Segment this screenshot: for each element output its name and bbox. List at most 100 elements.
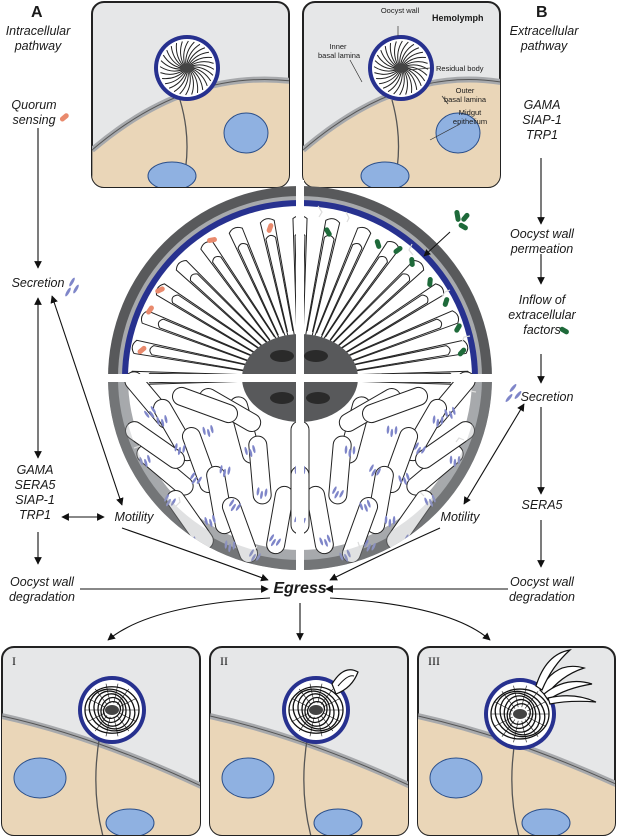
vesicle <box>251 553 256 562</box>
sporozoite-coil <box>297 690 335 730</box>
label-factor: GAMA <box>523 98 561 112</box>
vesicle <box>204 516 208 526</box>
sporozoite <box>404 71 408 95</box>
vesicle <box>457 455 461 465</box>
sporozoite-strand <box>105 683 111 704</box>
vesicle <box>149 410 155 418</box>
label-degradation-left-line2: degradation <box>8 590 76 604</box>
vesicle <box>256 487 260 496</box>
label-residual-body: Residual body <box>436 64 484 73</box>
nucleus <box>360 161 410 187</box>
vesicle <box>161 418 165 428</box>
vesicle <box>366 543 371 552</box>
vesicle <box>406 472 410 481</box>
vesicle <box>144 410 150 418</box>
sporozoite-strand <box>320 715 334 732</box>
vesicle <box>436 418 440 428</box>
sporozoite <box>180 41 184 65</box>
vesicle <box>416 446 421 455</box>
sporozoite-strand <box>298 715 312 732</box>
sporozoite <box>192 66 214 76</box>
vesicle <box>453 458 457 468</box>
vesicle <box>150 406 156 414</box>
quorum-factor <box>146 305 154 315</box>
vesicle <box>228 543 232 553</box>
sporozoite <box>173 72 188 93</box>
sporozoite <box>162 54 182 69</box>
oocyst-cross-section <box>100 180 500 576</box>
extracellular-factor <box>454 323 462 333</box>
vesicle <box>366 499 371 508</box>
sporozoite-strand <box>521 720 527 743</box>
sporozoite <box>333 273 411 347</box>
vesicle <box>249 549 254 557</box>
sporozoite-strand <box>119 698 137 708</box>
vesicle <box>227 466 231 475</box>
sporozoite <box>389 43 397 66</box>
extracellular-factor <box>442 297 450 307</box>
vesicle <box>432 415 436 424</box>
label-quorum-sensing: Quorum sensing <box>4 98 64 128</box>
panel-b-title-line2: pathway <box>520 39 568 53</box>
vesicle <box>164 415 168 424</box>
sporozoite-strand <box>113 683 119 704</box>
label-factor: SIAP-1 <box>15 493 55 507</box>
sporozoite-strand <box>501 691 516 709</box>
label-oocyst-wall: Oocyst wall <box>380 6 420 15</box>
vesicle <box>230 503 236 512</box>
sporozoite <box>382 72 401 89</box>
sporozoite <box>237 242 284 336</box>
vesicle <box>166 498 171 507</box>
vesicle <box>376 468 381 476</box>
sporozoite <box>183 40 189 64</box>
vesicle <box>164 494 170 502</box>
label-motility-left: Motility <box>114 510 154 524</box>
sporozoite <box>403 51 423 64</box>
quorum-factor <box>207 237 217 243</box>
arrow-factor-entry <box>423 231 451 257</box>
vesicle <box>229 499 235 507</box>
sporozoite <box>306 485 334 555</box>
label-sera5-right: SERA5 <box>521 498 563 512</box>
sporozoite-coil <box>506 698 534 730</box>
sporozoite <box>179 72 189 95</box>
sporozoite <box>185 72 191 96</box>
sporozoite-strand <box>309 683 315 704</box>
sporozoite-strand <box>87 712 105 722</box>
label-degradation-left-line1: Oocyst wall <box>10 575 74 589</box>
quorum-factor <box>266 223 274 233</box>
vesicle <box>182 444 186 453</box>
vesicle <box>209 518 213 527</box>
label-factor: TRP1 <box>19 508 51 522</box>
vesicle <box>449 455 453 465</box>
sporozoite-strand <box>291 712 309 722</box>
vesicle <box>256 553 261 561</box>
label-right-factors: GAMA SIAP-1 TRP1 <box>512 98 572 143</box>
anatomy-leaders <box>349 26 461 141</box>
label-factor: SERA5 <box>14 478 56 492</box>
sporozoite <box>190 56 212 65</box>
vesicle <box>207 428 211 438</box>
vesicle <box>398 475 402 484</box>
label-inner-basal-lamina: Inner basal lamina <box>318 42 360 60</box>
vesicle <box>414 442 419 450</box>
label-inflow-line3: factors <box>523 323 561 337</box>
sporozoite-coil <box>301 693 331 727</box>
stage-panel-3 <box>417 646 616 836</box>
sporozoite-strand <box>524 719 539 737</box>
vesicle <box>235 503 241 511</box>
panel-letter-b: B <box>536 4 548 21</box>
panel-top-left <box>91 1 290 188</box>
vesicle <box>371 542 376 551</box>
sporozoite <box>191 61 214 66</box>
label-factor: TRP1 <box>526 128 558 142</box>
sporozoite <box>406 69 418 90</box>
sporozoite <box>397 40 403 64</box>
sporozoite-strand <box>94 688 108 705</box>
sporozoite-coil <box>306 700 326 720</box>
sporozoite <box>189 273 267 347</box>
panel-a-title: Intracellular pathway <box>2 24 74 54</box>
vesicle <box>223 468 226 478</box>
extracellular-factor-tokens <box>454 209 470 231</box>
